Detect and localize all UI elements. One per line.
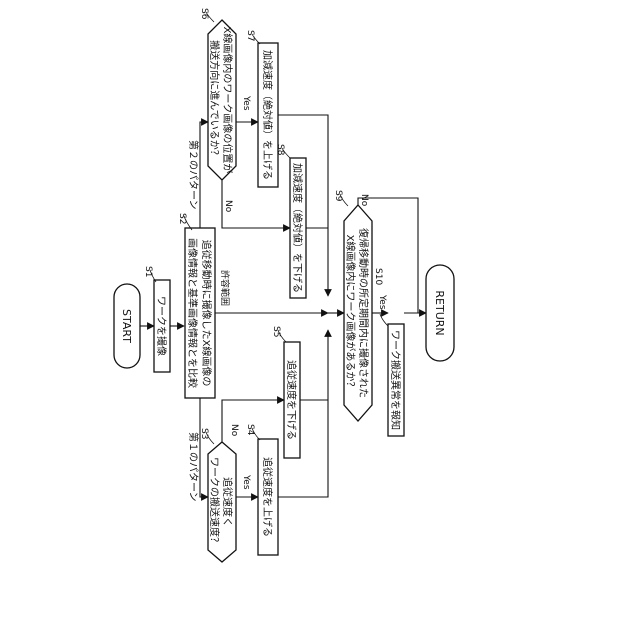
s7-label: 加減速度（絶対値）を上げる (261, 50, 274, 180)
s6-decision: X線画像内のワーク画像の位置が 搬送方向に進んでいるか？ (208, 20, 236, 180)
s3-label-line2: ワークの搬送速度？ (208, 457, 221, 547)
s9-label-line1: 復帰移動時の所定期間内に撮像された (357, 228, 370, 398)
tolerance-label: 許容範囲 (219, 270, 231, 306)
s4-step-label: S4 (245, 424, 255, 436)
s10-label: ワーク搬送異常を報知 (389, 330, 402, 430)
s3-yes-label: Yes (241, 474, 251, 490)
s6-yes-label: Yes (241, 95, 251, 111)
pattern1-label: 第１のパターン (187, 432, 200, 502)
s9-yes-label: Yes (377, 294, 387, 310)
s5-label: 追従速度を下げる (285, 360, 298, 440)
s6-step-label: S6 (199, 8, 209, 20)
s3-label-line1: 追従速度く (221, 477, 234, 527)
s8-label: 加減速度（絶対値）を下げる (291, 163, 304, 293)
s3-step-label: S3 (199, 428, 209, 439)
s8-process: 加減速度（絶対値）を下げる (290, 158, 306, 298)
s7-step-label: S7 (245, 30, 255, 41)
s1-label: ワークを撮像 (155, 296, 168, 356)
s10-leader (380, 314, 388, 326)
edge-s2-pattern2 (200, 122, 208, 228)
s10-process: ワーク搬送異常を報知 (388, 324, 404, 436)
s3-decision: 追従速度く ワークの搬送速度？ (208, 442, 236, 562)
s6-label-line1: X線画像内のワーク画像の位置が (221, 27, 234, 174)
s6-no-label: No (223, 200, 233, 213)
s2-step-label: S2 (177, 213, 187, 224)
s2-label-line2: 画像情報と基準画像情報とを比較 (186, 238, 199, 388)
s6-label-line2: 搬送方向に進んでいるか？ (208, 40, 221, 160)
s2-label-line1: 追従移動時に撮像したX線画像の (200, 240, 213, 387)
return-node: RETURN (426, 265, 454, 361)
s4-process: 追従速度を上げる (258, 439, 278, 555)
s1-step-label: S1 (143, 266, 153, 277)
start-node: START (114, 284, 140, 368)
edge-s2-pattern1 (200, 398, 208, 497)
return-label: RETURN (433, 290, 446, 335)
s9-label-line2: X線画像内にワーク画像があるか？ (344, 235, 357, 392)
s9-no-label: No (359, 194, 369, 207)
s9-decision: 復帰移動時の所定期間内に撮像された X線画像内にワーク画像があるか？ (344, 205, 372, 421)
s5-step-label: S5 (271, 326, 281, 337)
s5-process: 追従速度を下げる (284, 342, 300, 458)
s2-process: 追従移動時に撮像したX線画像の 画像情報と基準画像情報とを比較 (185, 228, 215, 398)
start-label: START (120, 309, 133, 343)
s10-step-label: S10 (373, 268, 383, 285)
s3-no-label: No (229, 424, 239, 437)
s7-process: 加減速度（絶対値）を上げる (258, 43, 278, 187)
s4-label: 追従速度を上げる (261, 457, 274, 537)
s1-process: ワークを撮像 (154, 280, 170, 372)
s9-step-label: S9 (333, 190, 343, 202)
s8-step-label: S8 (275, 144, 285, 156)
pattern2-label: 第２のパターン (187, 140, 200, 210)
